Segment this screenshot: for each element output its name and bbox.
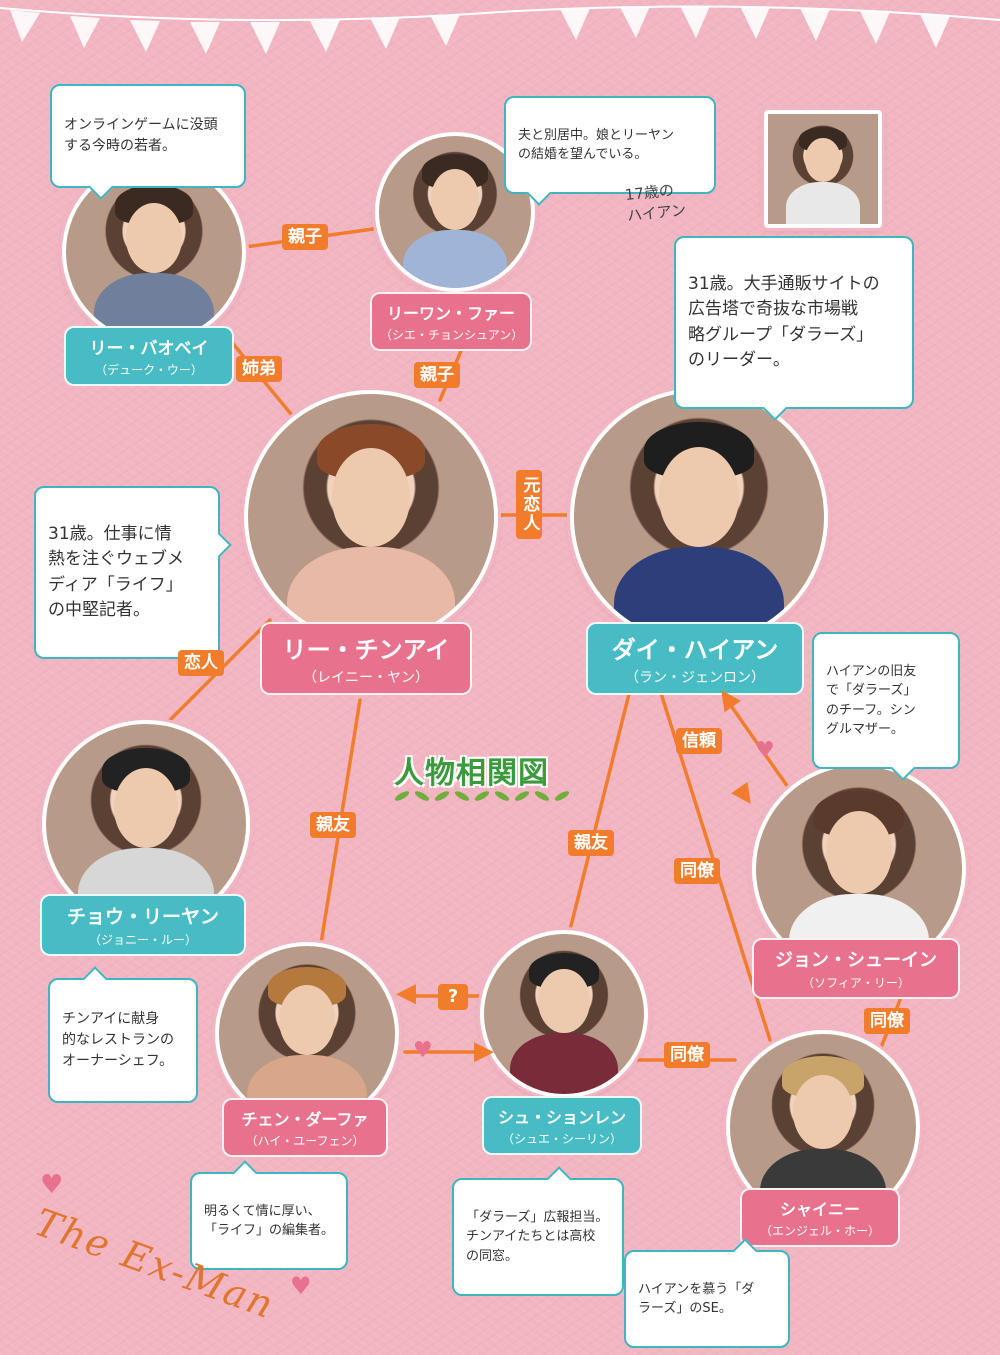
bubble-text: ハイアンを慕う「ダ ラーズ」のSE。 (638, 1281, 755, 1317)
actor-name: （シエ・チョンシュアン） (380, 328, 524, 342)
rel-chinai-dafa: 親友 (310, 812, 356, 839)
namebox-li-baobei: リー・バオベイ （デューク・ウー） (64, 326, 234, 386)
bubble-shu-xiongren: 「ダラーズ」広報担当。 チンアイたちとは高校 の同窓。 (452, 1166, 624, 1296)
character-name: シャイニー (779, 1200, 860, 1219)
heart-icon: ♥ (290, 1272, 312, 1300)
actor-name: （デューク・ウー） (95, 363, 203, 377)
rel-baobei-chinai: 姉弟 (236, 356, 282, 383)
bubble-li-baobei: オンラインゲームに没頭 する今時の若者。 (50, 84, 246, 200)
character-name: チョウ・リーヤン (66, 906, 219, 928)
rel-xiong-shiny: 同僚 (664, 1042, 710, 1069)
bubble-text: 夫と別居中。娘とリーヤン の結婚を望んでいる。 (518, 127, 675, 163)
bubble-dai-haian: 31歳。大手通販サイトの 広告塔で奇抜な市場戦 略グループ「ダラーズ」 のリーダ… (674, 236, 914, 421)
heart-icon: ♥ (413, 1038, 433, 1063)
leaf-garland (394, 791, 570, 801)
heart-icon: ♥ (755, 738, 775, 763)
actor-name: （エンジェル・ホー） (759, 1224, 880, 1238)
character-name: チェン・ダーファ (241, 1110, 369, 1129)
rel-wanfa-chinai: 親子 (414, 362, 460, 389)
rel-chinai-haian: 元恋人 (516, 470, 543, 539)
namebox-shiny: シャイニー （エンジェル・ホー） (740, 1188, 900, 1247)
rel-chinai-liyan: 恋人 (178, 650, 224, 677)
bubble-text: チンアイに献身 的なレストランの オーナーシェフ。 (62, 1011, 174, 1069)
rel-baobei-wanfa: 親子 (282, 224, 328, 251)
bubble-chen-dafa: 明るくて情に厚い、 「ライフ」の編集者。 (190, 1160, 348, 1270)
character-name: リー・チンアイ (282, 636, 450, 664)
bubble-shiny: ハイアンを慕う「ダ ラーズ」のSE。 (624, 1238, 790, 1348)
bubble-text: 「ダラーズ」広報担当。 チンアイたちとは高校 の同窓。 (466, 1209, 609, 1264)
bubble-liwan-fa: 夫と別居中。娘とリーヤン の結婚を望んでいる。 (504, 96, 716, 206)
namebox-dai-haian: ダイ・ハイアン （ラン・ジェンロン） (586, 622, 804, 695)
actor-name: （ラン・ジェンロン） (625, 670, 765, 686)
character-name: シュ・ションレン (497, 1108, 626, 1127)
actor-name: （ソフィア・リー） (802, 976, 910, 990)
portrait-li-chinai (244, 390, 498, 644)
bubble-text: 31歳。大手通販サイトの 広告塔で奇抜な市場戦 略グループ「ダラーズ」 のリーダ… (688, 273, 880, 371)
heart-icon: ♥ (40, 1170, 64, 1200)
character-name: リーワン・ファー (386, 304, 515, 323)
portrait-haian-17 (764, 110, 882, 228)
portrait-dai-haian (570, 388, 828, 646)
portrait-shu-xiongren (480, 930, 648, 1098)
bubble-jon-suyin: ハイアンの旧友 で「ダラーズ」 のチーフ。シン グルマザー。 (812, 632, 960, 781)
namebox-chen-dafa: チェン・ダーファ （ハイ・ユーフェン） (222, 1098, 388, 1157)
actor-name: （ジョニー・ルー） (88, 933, 197, 947)
question-tag: ? (438, 984, 468, 1010)
page-title: 人物相関図 (394, 756, 549, 791)
namebox-jon-suyin: ジョン・シューイン （ソフィア・リー） (752, 938, 960, 999)
bubble-li-chinai: 31歳。仕事に情 熱を注ぐウェブメ ディア「ライフ」 の中堅記者。 (34, 486, 232, 659)
character-name: ジョン・シューイン (775, 950, 937, 971)
bubble-text: ハイアンの旧友 で「ダラーズ」 のチーフ。シン グルマザー。 (826, 663, 917, 738)
rel-haian-shiny: 同僚 (674, 858, 720, 885)
portrait-chou-liyan (42, 720, 250, 928)
bubble-chou-liyan: チンアイに献身 的なレストランの オーナーシェフ。 (48, 966, 198, 1103)
namebox-liwan-fa: リーワン・ファー （シエ・チョンシュアン） (370, 292, 532, 351)
rel-suyin-shiny: 同僚 (864, 1008, 910, 1035)
actor-name: （レイニー・ヤン） (303, 670, 429, 686)
namebox-chou-liyan: チョウ・リーヤン （ジョニー・ルー） (40, 894, 246, 956)
rel-haian-xiong: 親友 (568, 830, 614, 857)
namebox-shu-xiongren: シュ・ションレン （シュエ・シーリン） (482, 1096, 642, 1155)
rel-haian-suyin: 信頼 (676, 728, 722, 755)
bubble-text: 明るくて情に厚い、 「ライフ」の編集者。 (204, 1203, 335, 1239)
bubble-text: オンラインゲームに没頭 する今時の若者。 (64, 117, 218, 154)
pennant-banner (0, 5, 1000, 54)
bubble-text: 31歳。仕事に情 熱を注ぐウェブメ ディア「ライフ」 の中堅記者。 (48, 523, 184, 621)
character-name: リー・バオベイ (89, 339, 209, 359)
namebox-li-chinai: リー・チンアイ （レイニー・ヤン） (260, 622, 472, 695)
arrow-left-icon: ◀ (396, 978, 416, 1008)
age-note-haian-17: 17歳の ハイアン (624, 181, 687, 225)
actor-name: （シュエ・シーリン） (501, 1132, 622, 1146)
arrow-right-icon: ▶ (474, 1036, 494, 1066)
character-name: ダイ・ハイアン (611, 636, 779, 664)
actor-name: （ハイ・ユーフェン） (245, 1134, 365, 1148)
portrait-chen-dafa (215, 942, 399, 1126)
